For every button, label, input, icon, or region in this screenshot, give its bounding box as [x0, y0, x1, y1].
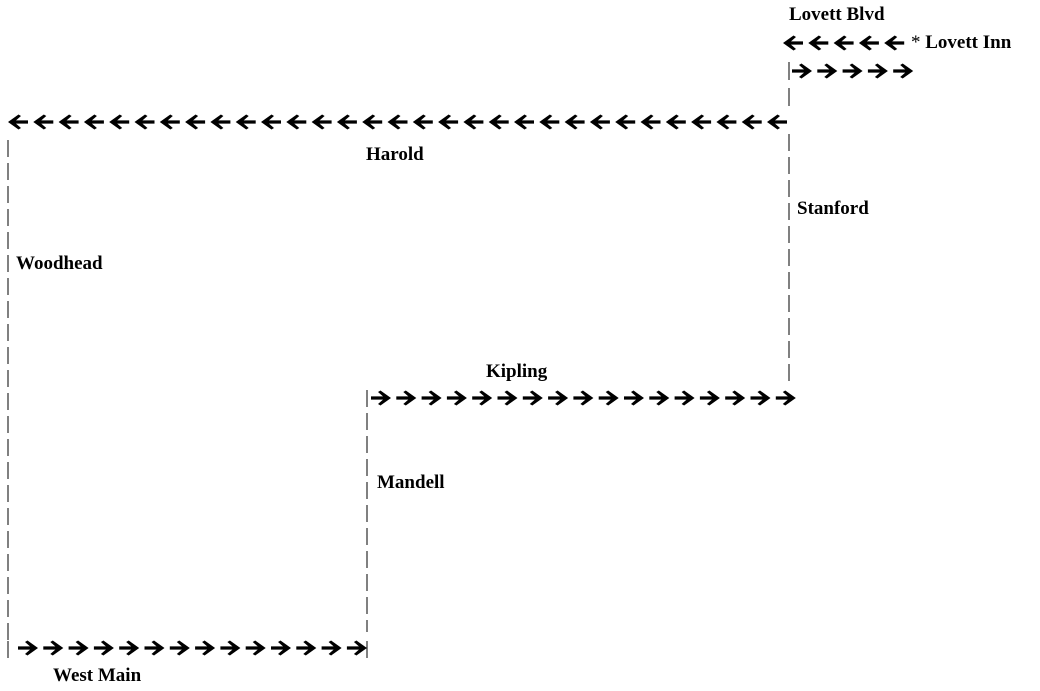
west-main-arrow: [346, 640, 367, 656]
destination-lovett-inn: * Lovett Inn: [911, 33, 1011, 53]
kipling-arrow: [446, 390, 467, 406]
lovett-east-arrow: [792, 63, 812, 79]
west-main-arrow: [169, 640, 190, 656]
harold-arrow: [589, 114, 610, 130]
harold-arrow: [463, 114, 484, 130]
kipling-arrow: [624, 390, 644, 406]
kipling-arrow: [548, 390, 569, 406]
destination-marker: *: [911, 32, 921, 53]
west-main-arrow: [68, 640, 89, 656]
lovett-west-arrow: [858, 35, 879, 51]
harold-arrow: [438, 114, 459, 130]
harold-arrow: [767, 114, 787, 130]
kipling-arrow: [472, 390, 493, 406]
lovett-east-arrow: [817, 63, 838, 79]
harold-arrow: [159, 114, 180, 130]
kipling-arrow: [396, 390, 417, 406]
harold-arrow: [311, 114, 332, 130]
harold-arrow: [336, 114, 357, 130]
harold-arrow: [691, 114, 712, 130]
street-label-harold: Harold: [366, 144, 424, 165]
arrow-rows: [8, 35, 914, 656]
harold-arrow: [286, 114, 307, 130]
kipling-arrow: [371, 390, 391, 406]
lovett-east-arrow: [867, 63, 888, 79]
kipling-arrow: [497, 390, 518, 406]
kipling-arrow: [674, 390, 695, 406]
west-main-arrow: [144, 640, 165, 656]
lovett-west-arrow: [884, 35, 905, 51]
west-main-arrow: [321, 640, 342, 656]
harold-arrow: [58, 114, 79, 130]
destination-name: Lovett Inn: [925, 32, 1012, 53]
kipling-arrow: [522, 390, 543, 406]
harold-arrow: [539, 114, 560, 130]
kipling-arrow: [421, 390, 442, 406]
west-main-arrow: [195, 640, 216, 656]
street-label-mandell: Mandell: [377, 472, 445, 493]
harold-arrow: [514, 114, 534, 130]
street-label-woodhead: Woodhead: [16, 253, 103, 274]
harold-arrow: [261, 114, 281, 130]
harold-arrow: [488, 114, 509, 130]
west-main-arrow: [43, 640, 64, 656]
kipling-arrow: [573, 390, 594, 406]
kipling-arrow: [649, 390, 670, 406]
west-main-arrow: [18, 640, 38, 656]
street-label-lovett-blvd: Lovett Blvd: [789, 4, 885, 25]
harold-arrow: [741, 114, 762, 130]
vertical-route-bars: [7, 62, 790, 658]
kipling-arrow: [598, 390, 619, 406]
kipling-arrow: [750, 390, 771, 406]
harold-arrow: [665, 114, 686, 130]
kipling-arrow: [775, 390, 796, 406]
west-main-arrow: [296, 640, 317, 656]
harold-arrow: [615, 114, 636, 130]
lovett-west-arrow: [833, 35, 854, 51]
harold-arrow: [33, 114, 54, 130]
harold-arrow: [109, 114, 130, 130]
lovett-east-arrow: [842, 63, 863, 79]
west-main-arrow: [220, 640, 241, 656]
west-main-arrow: [119, 640, 140, 656]
harold-arrow: [362, 114, 383, 130]
harold-arrow: [412, 114, 433, 130]
harold-arrow: [185, 114, 206, 130]
street-label-west-main: West Main: [53, 665, 142, 686]
street-label-kipling: Kipling: [486, 361, 548, 382]
harold-arrow: [83, 114, 104, 130]
harold-arrow: [235, 114, 256, 130]
harold-arrow: [210, 114, 231, 130]
harold-arrow: [8, 114, 28, 130]
west-main-arrow: [93, 640, 114, 656]
lovett-west-arrow: [808, 35, 829, 51]
street-label-stanford: Stanford: [797, 198, 869, 219]
harold-arrow: [387, 114, 408, 130]
harold-arrow: [716, 114, 737, 130]
harold-arrow: [134, 114, 155, 130]
lovett-west-arrow: [783, 35, 803, 51]
harold-arrow: [640, 114, 661, 130]
lovett-east-arrow: [893, 63, 914, 79]
kipling-arrow: [725, 390, 746, 406]
west-main-arrow: [245, 640, 266, 656]
west-main-arrow: [271, 640, 291, 656]
harold-arrow: [564, 114, 585, 130]
kipling-arrow: [699, 390, 720, 406]
